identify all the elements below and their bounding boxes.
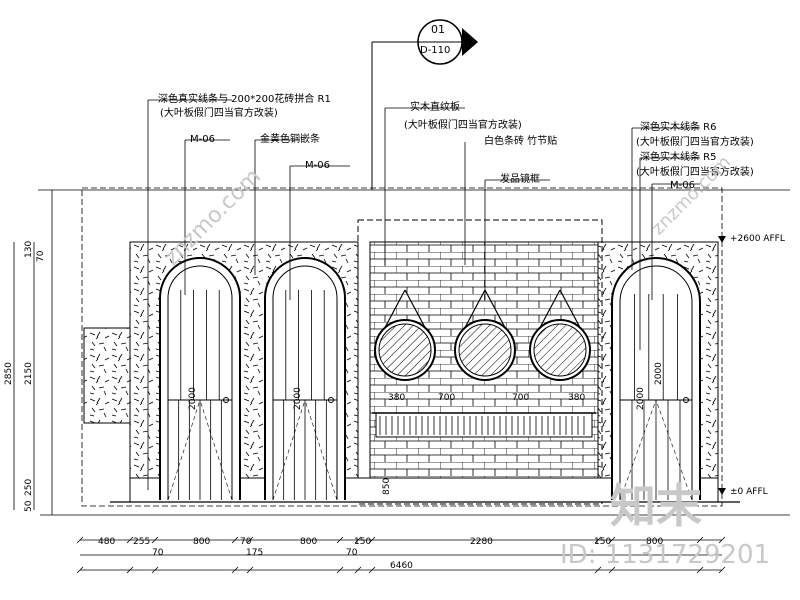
- note-center-3: 发品镜框: [500, 174, 540, 185]
- note-top-left-1: 深色真实线条与 200*200花砖拼合 R1: [158, 94, 331, 105]
- counter-dim-2: 700: [438, 393, 456, 403]
- note-gold-line: 金黄色铜嵌条: [260, 134, 320, 145]
- round-mirror-2: [454, 289, 516, 381]
- dim-left-250: 250: [24, 478, 34, 496]
- dim-b1-8: 800: [646, 537, 664, 547]
- level-marker-bottom: [718, 488, 726, 495]
- dim-b2-0: 70: [152, 548, 164, 558]
- dim-b1-6: 2280: [470, 537, 493, 547]
- note-m06-a: M-06: [190, 134, 215, 145]
- arched-door-2: [264, 257, 346, 501]
- note-center-1-sub: (大叶板假门四当官方改装): [404, 120, 522, 131]
- door-height-4: 2000: [654, 362, 664, 385]
- dim-left-2150: 2150: [24, 362, 34, 385]
- dim-left-50: 50: [24, 500, 34, 512]
- dim-left-130: 130: [24, 240, 34, 258]
- note-right-2: 深色实木线条 R5: [640, 152, 717, 163]
- dashed-brick-frame: [357, 219, 603, 505]
- dim-b1-0: 480: [98, 537, 116, 547]
- note-right-2-sub: (大叶板假门四当官方改装): [636, 167, 754, 178]
- note-top-left-1-sub: (大叶板假门四当官方改装): [160, 108, 278, 119]
- arched-door-3: [611, 257, 701, 501]
- round-mirror-1: [374, 289, 436, 381]
- note-center-2: 白色条砖 竹节贴: [484, 136, 558, 147]
- vanity-counter: [375, 412, 593, 438]
- note-m06-c: M-06: [670, 180, 695, 191]
- note-right-1-sub: (大叶板假门四当官方改装): [636, 137, 754, 148]
- stone-wall-offset: [83, 327, 131, 424]
- dim-left-2850: 2850: [4, 362, 14, 385]
- dim-b1-3: 70: [240, 537, 252, 547]
- dim-b1-7: 150: [594, 537, 612, 547]
- leader-lines: [147, 99, 700, 490]
- level-top-label: +2600 AFFL: [730, 234, 785, 244]
- note-center-1: 实木直纹板: [410, 102, 460, 113]
- note-m06-b: M-06: [305, 160, 330, 171]
- dim-b1-2: 800: [193, 537, 211, 547]
- callout-sheet: D-110: [420, 45, 451, 56]
- level-bottom-label: ±0 AFFL: [730, 487, 768, 497]
- callout-arrow: [462, 28, 478, 56]
- dim-left-70: 70: [36, 250, 46, 262]
- door-height-3: 2000: [636, 387, 646, 410]
- watermark-brand: 知末: [610, 479, 702, 533]
- callout-number: 01: [431, 23, 445, 36]
- counter-dim-4: 380: [568, 393, 586, 403]
- dim-b1-5: 150: [354, 537, 372, 547]
- counter-height: 850: [382, 477, 392, 495]
- watermark-id: ID: 1131729201: [560, 540, 771, 570]
- door-height-2: 2000: [293, 387, 303, 410]
- dim-b2-2: 70: [346, 548, 358, 558]
- dim-total: 6460: [390, 561, 413, 571]
- counter-dim-3: 700: [512, 393, 530, 403]
- arched-door-1: [159, 257, 241, 501]
- door-height-1: 2000: [188, 387, 198, 410]
- counter-slats: [379, 416, 585, 435]
- level-marker-top: [718, 236, 726, 243]
- dim-b2-1: 175: [246, 548, 264, 558]
- round-mirror-3: [529, 289, 591, 381]
- note-right-1: 深色实木线条 R6: [640, 122, 717, 133]
- dashed-frame: [81, 187, 723, 507]
- dim-b1-1: 255: [133, 537, 151, 547]
- dim-b1-4: 800: [300, 537, 318, 547]
- counter-dim-1: 380: [388, 393, 406, 403]
